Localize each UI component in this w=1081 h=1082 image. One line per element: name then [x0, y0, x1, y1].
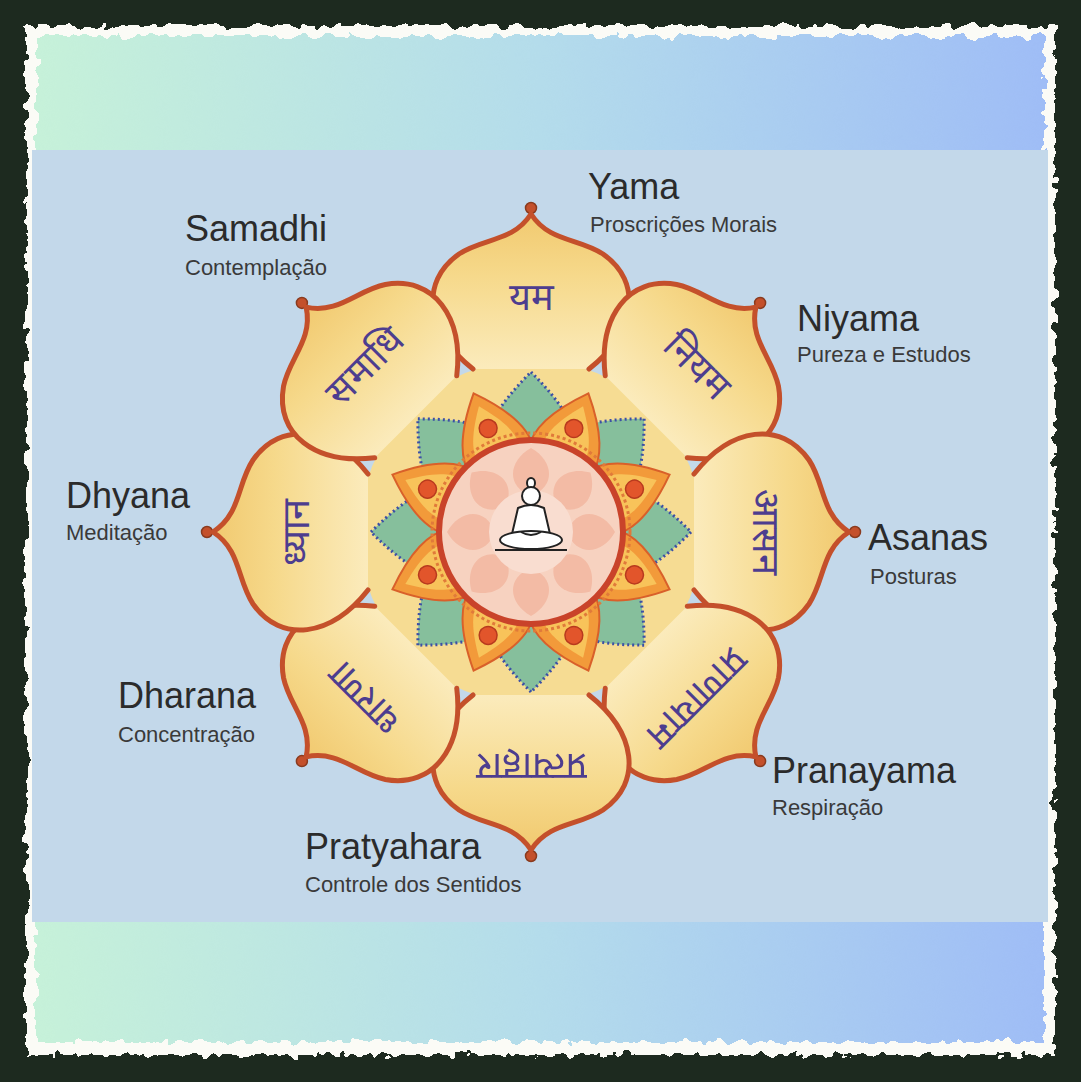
limb-description: Concentração: [118, 722, 255, 747]
limb-name: Pranayama: [772, 750, 956, 791]
meditating-figure: [495, 478, 567, 550]
panel: [32, 150, 1048, 922]
orange-leaves: [379, 380, 683, 684]
medallion: [439, 440, 623, 624]
limb-name: Niyama: [797, 298, 919, 339]
petal-tip-dots: [202, 203, 861, 862]
limb-description: Contemplação: [185, 255, 327, 280]
limb-description: Pureza e Estudos: [797, 342, 971, 367]
medallion-ring: [432, 433, 630, 631]
limb-name: Asanas: [868, 517, 988, 558]
orange-leaf-highlights: [397, 398, 666, 667]
limb-name: Pratyahara: [305, 826, 481, 867]
limb-name: Yama: [588, 166, 679, 207]
paper-frame: [26, 26, 1055, 1055]
limb-description: Meditação: [66, 520, 168, 545]
limb-description: Controle dos Sentidos: [305, 872, 521, 897]
green-leaves: [371, 372, 691, 692]
limb-name: Dharana: [118, 675, 256, 716]
limb-name: Samadhi: [185, 208, 327, 249]
limb-description: Posturas: [870, 564, 957, 589]
bottom-band: [36, 918, 1044, 1042]
limb-description: Respiração: [772, 795, 883, 820]
limb-name: Dhyana: [66, 475, 190, 516]
top-band: [36, 36, 1044, 156]
inner-lotus: [447, 448, 615, 616]
limb-description: Proscrições Morais: [590, 212, 777, 237]
red-dots: [416, 417, 646, 647]
